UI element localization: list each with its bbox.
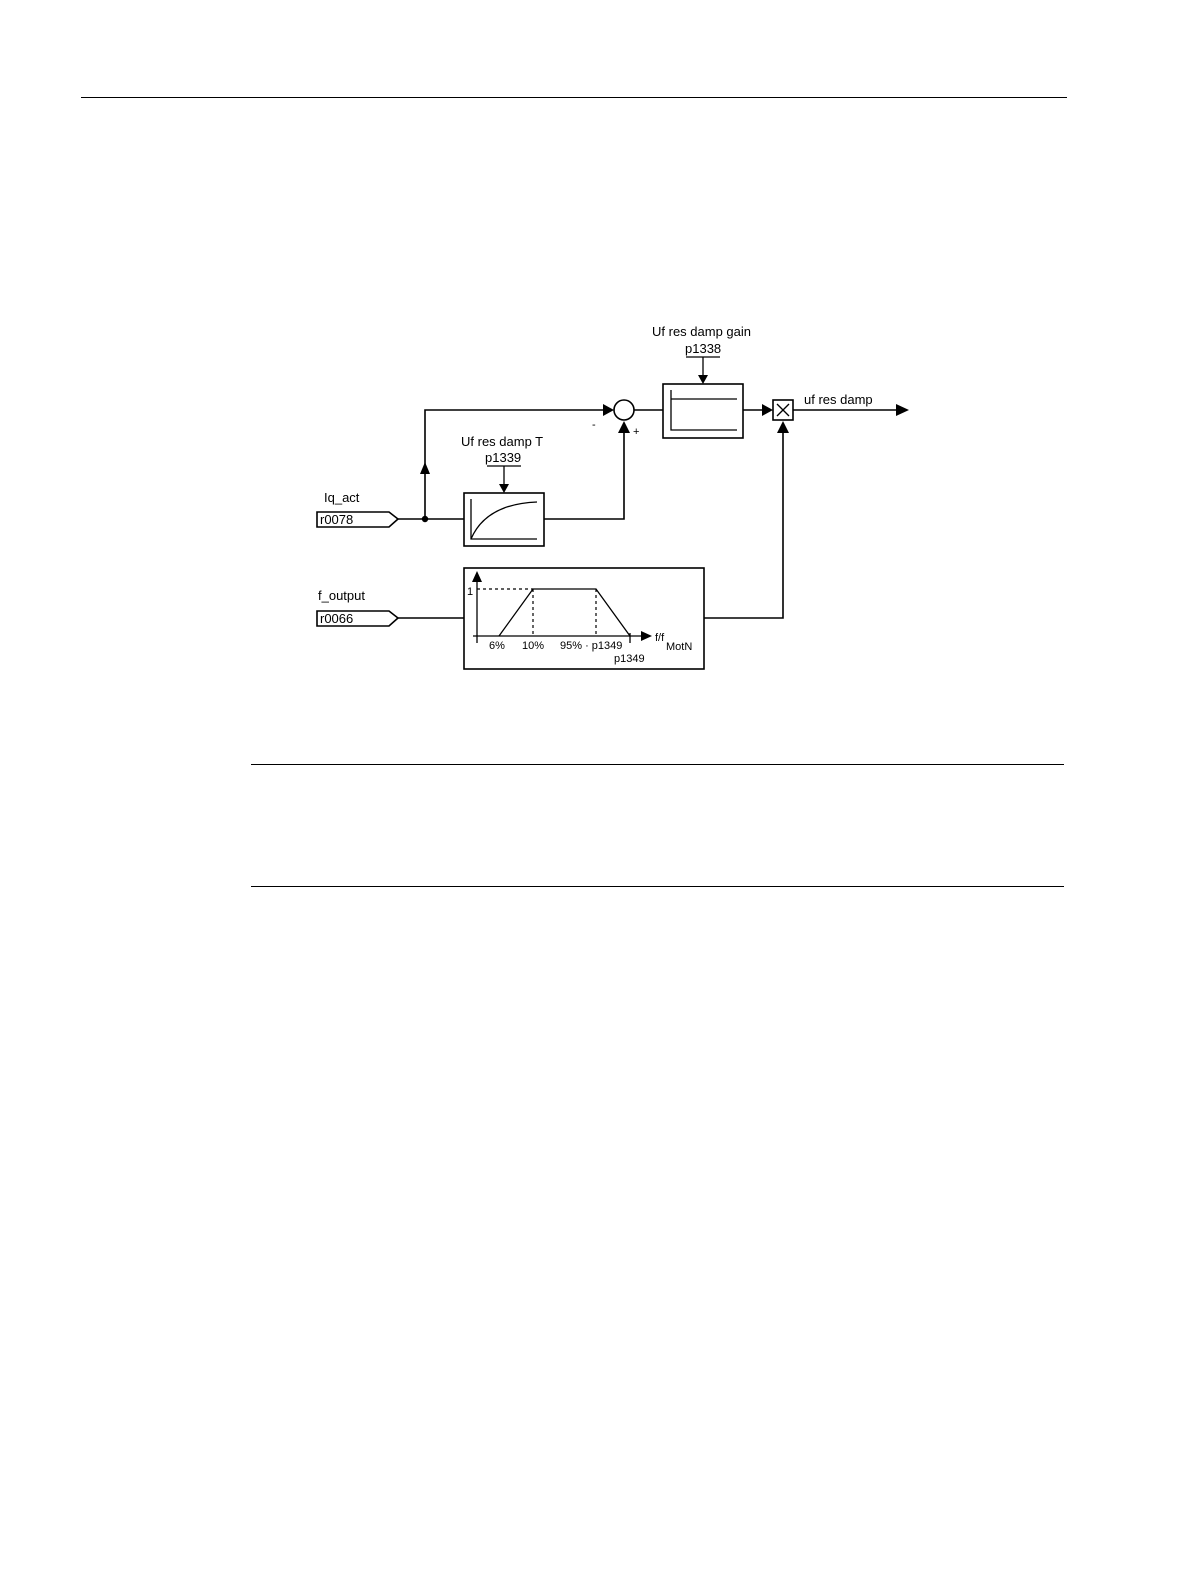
input-iq-act-name: Iq_act [324,490,360,505]
input-f-output-connector-label: r0066 [320,611,353,626]
multiplier-left-arrow [762,404,773,416]
filter-param-arrow [499,484,509,493]
characteristic-to-multiplier-line [704,432,783,618]
iq-up-arrow [420,462,430,474]
section-rule-bottom [251,886,1064,887]
gain-block-title: Uf res damp gain [652,324,751,339]
filter-block-param: p1339 [485,450,521,465]
filter-to-summer-line [544,432,624,519]
summing-junction [614,400,634,420]
characteristic-tick-p1349: p1349 [614,653,645,665]
characteristic-block [464,568,704,669]
section-rule-top [251,764,1064,765]
output-label: uf res damp [804,392,873,407]
output-arrow [896,404,909,416]
input-f-output-name: f_output [318,588,365,603]
filter-block-title: Uf res damp T [461,434,543,449]
gain-param-arrow [698,375,708,384]
characteristic-y-value: 1 [467,586,473,598]
summer-plus-sign: + [633,426,639,438]
characteristic-tick-10: 10% [522,640,544,652]
characteristic-tick-95: 95% · p1349 [560,640,622,652]
characteristic-axis-subscript: MotN [666,641,692,653]
summer-minus-arrow [603,404,614,416]
summer-minus-sign: - [592,419,596,431]
characteristic-axis-label: f/f [655,632,665,644]
gain-block-param: p1338 [685,341,721,356]
characteristic-tick-6: 6% [489,640,505,652]
filter-block [464,493,544,546]
summer-plus-arrow [618,421,630,433]
multiplier-bottom-arrow [777,421,789,433]
input-iq-act-connector-label: r0078 [320,512,353,527]
iq-branch-dot [422,516,428,522]
